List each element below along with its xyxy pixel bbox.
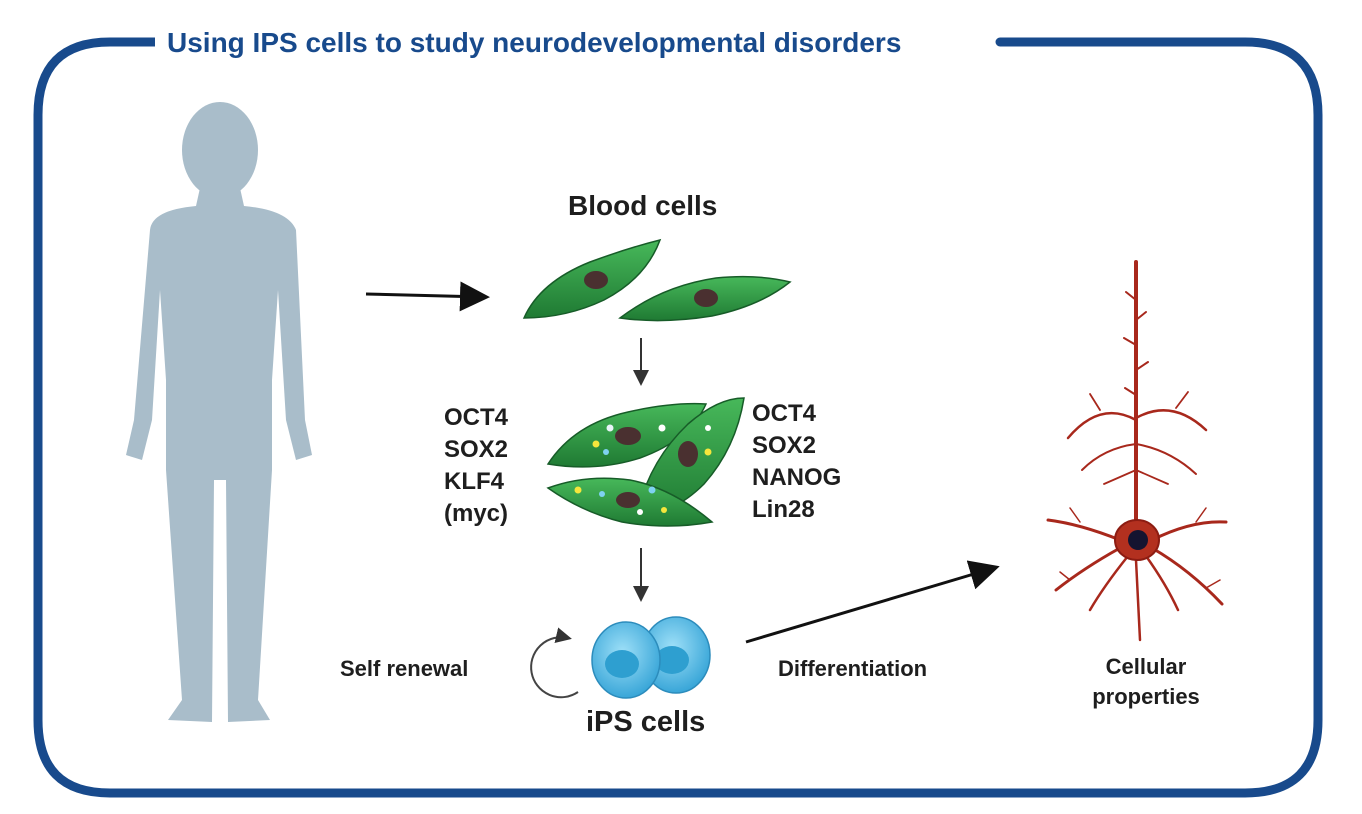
reprogramming-factors-right: OCT4 SOX2 NANOG Lin28	[752, 398, 841, 526]
factor-item: KLF4	[444, 468, 504, 495]
factor-item: NANOG	[752, 464, 842, 491]
reprogrammed-cells-icon	[546, 397, 745, 527]
factor-item: (myc)	[444, 500, 509, 527]
cellular-properties-label: Cellular properties	[1092, 654, 1200, 709]
self-renewal-label: Self renewal	[340, 656, 469, 681]
ips-cells-icon	[591, 616, 711, 699]
factor-item: Lin28	[752, 496, 815, 523]
human-silhouette-icon	[126, 102, 312, 722]
blood-cells-label: Blood cells	[568, 190, 718, 221]
reprogramming-factors-left: OCT4 SOX2 KLF4 (myc)	[444, 402, 508, 530]
arrow-differentiation	[745, 560, 1000, 644]
self-renewal-arrow-icon	[530, 627, 579, 699]
neuron-icon	[1046, 260, 1228, 642]
ips-cells-label: iPS cells	[586, 706, 706, 738]
factor-item: SOX2	[752, 432, 817, 459]
frame-border	[33, 37, 1323, 798]
factor-item: OCT4	[752, 400, 817, 427]
diagram-title: Using IPS cells to study neurodevelopmen…	[155, 18, 914, 68]
factor-item: SOX2	[444, 436, 509, 463]
factor-item: OCT4	[444, 404, 509, 431]
blood-cells-icon	[522, 238, 792, 322]
arrow-human-to-blood	[365, 281, 490, 312]
differentiation-label: Differentiation	[778, 656, 928, 681]
